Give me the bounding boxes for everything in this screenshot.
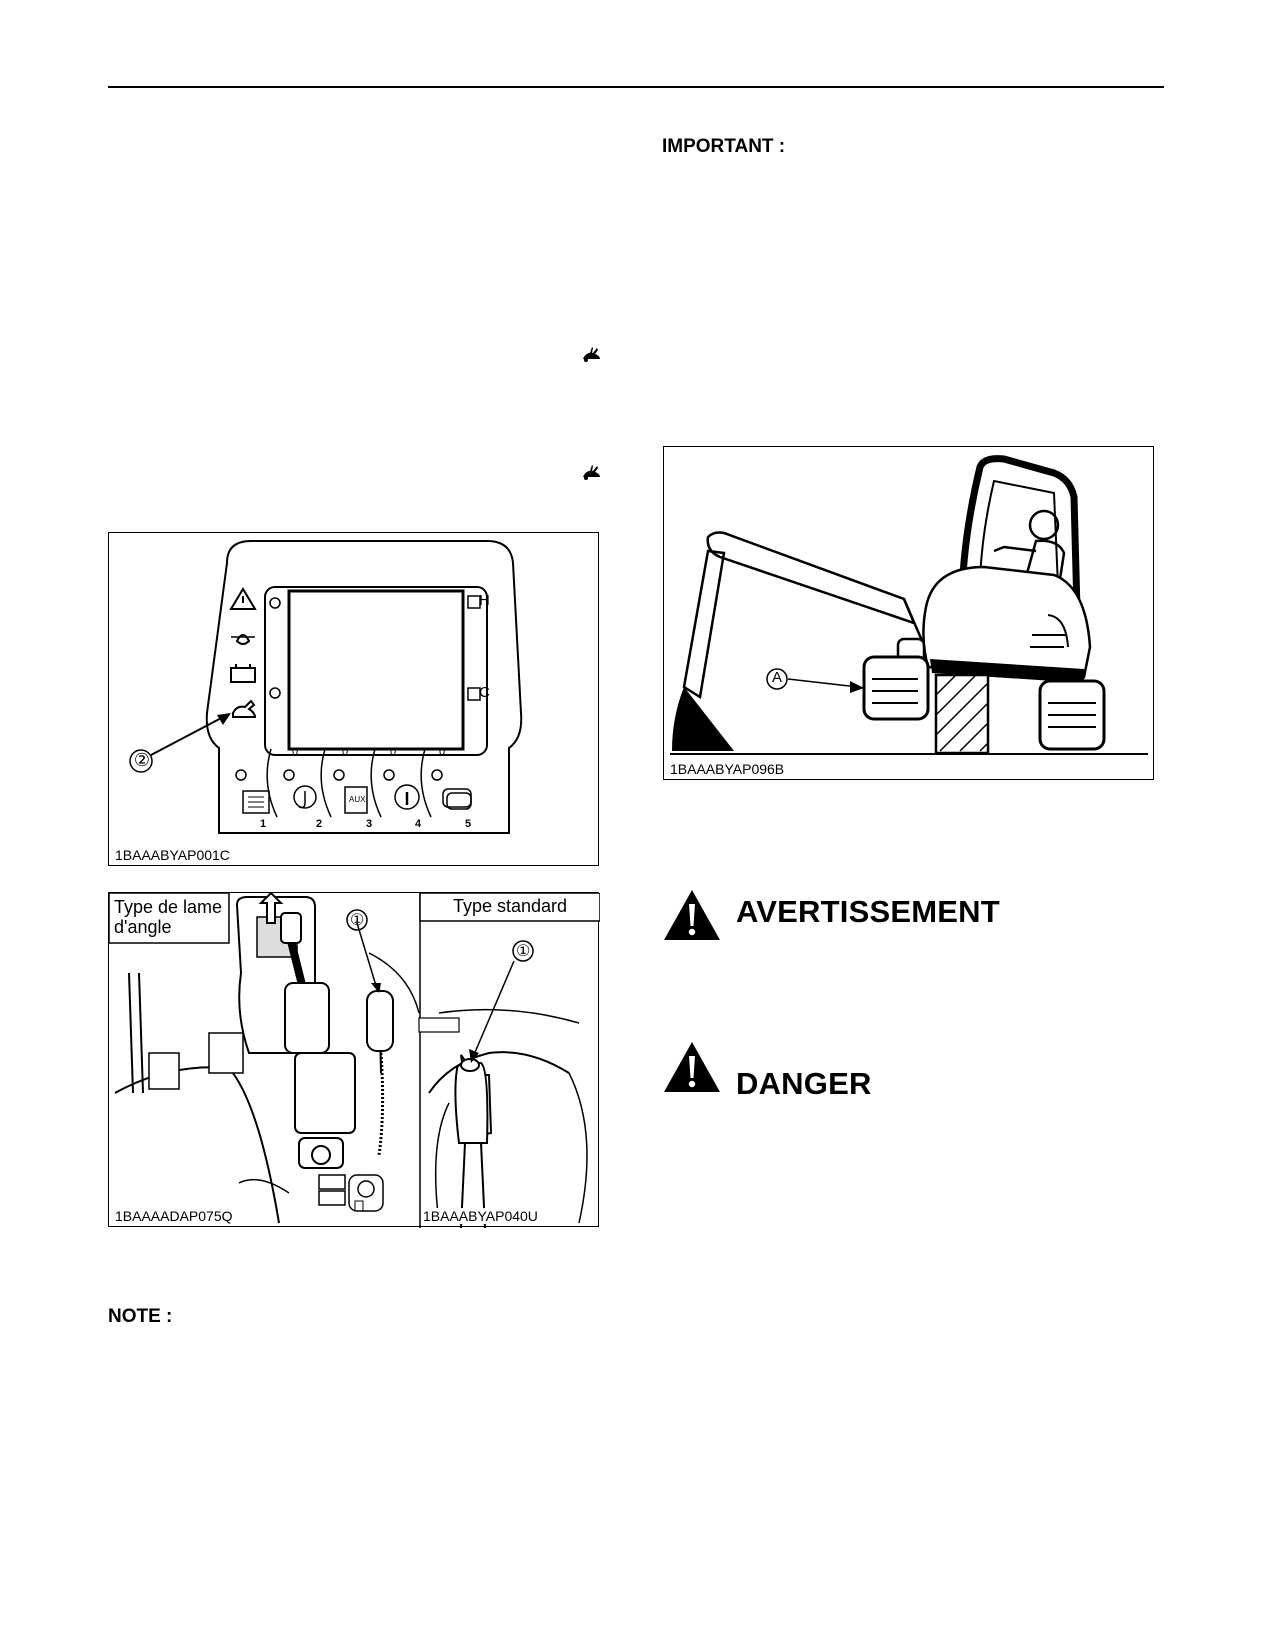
button-number: 1 — [260, 818, 267, 830]
figure-code: 1BAAABYAP001C — [115, 847, 230, 863]
callout-1-standard: ① — [516, 943, 531, 960]
callout-1-angle: ① — [350, 912, 365, 929]
rabbit-icon — [580, 345, 602, 363]
figure-code-standard: 1BAAABYAP040U — [423, 1208, 538, 1224]
danger-title: DANGER — [736, 1066, 872, 1101]
button-number: 4 — [415, 818, 422, 830]
levers-figure: Type de lame d'angle Type standard ① ① 1… — [108, 892, 600, 1228]
header-rule — [108, 86, 1164, 88]
indicator-number: 0 — [439, 746, 446, 758]
note-label: NOTE : — [108, 1306, 173, 1327]
indicator-number: 0 — [390, 746, 397, 758]
rabbit-icon — [580, 463, 602, 481]
indicator-number: 0 — [342, 746, 349, 758]
instrument-panel-figure: ② H C 0 0 0 0 AUX 1 2 3 4 5 1BAAABYAP001… — [108, 532, 599, 866]
important-label: IMPORTANT : — [662, 136, 786, 157]
callout-a: A — [771, 669, 782, 686]
warning-triangle-icon — [662, 888, 722, 942]
aux-label: AUX — [349, 795, 366, 804]
warning-triangle-icon — [662, 1040, 722, 1094]
avertissement-title: AVERTISSEMENT — [736, 894, 1000, 929]
figure-code-angle: 1BAAAADAP075Q — [115, 1208, 233, 1224]
caption-angle-line1: Type de lame — [114, 897, 223, 917]
caption-angle-line2: d'angle — [114, 917, 172, 937]
figure-code: 1BAAABYAP096B — [670, 761, 785, 777]
caption-standard: Type standard — [452, 896, 568, 916]
display-letter-c: C — [479, 684, 490, 701]
callout-2: ② — [133, 750, 151, 770]
button-number: 3 — [366, 818, 373, 830]
indicator-number: 0 — [292, 746, 299, 758]
excavator-figure: A 1BAAABYAP096B — [663, 446, 1154, 780]
button-number: 5 — [465, 818, 472, 830]
button-number: 2 — [316, 818, 323, 830]
display-letter-h: H — [479, 592, 490, 609]
